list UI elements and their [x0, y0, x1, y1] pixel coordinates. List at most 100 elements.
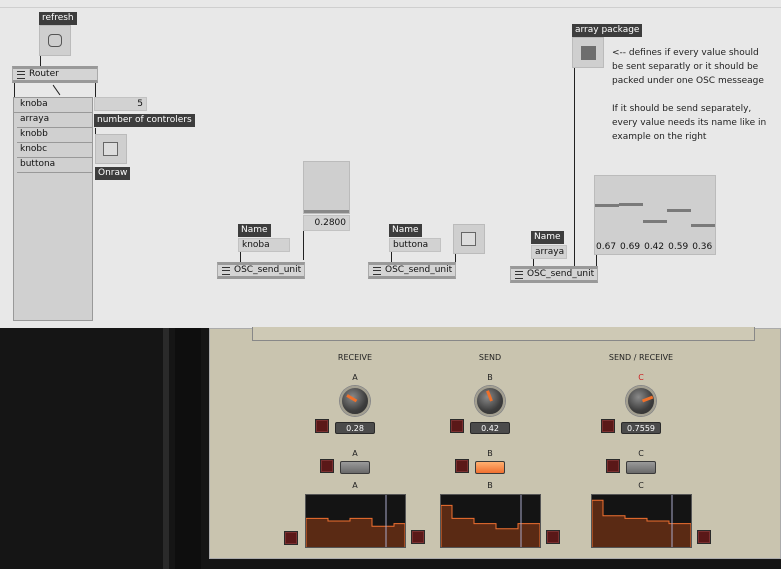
router-list-item[interactable]: knobc — [17, 143, 92, 158]
midi-map-button[interactable] — [320, 459, 334, 473]
midi-map-button[interactable] — [411, 530, 425, 544]
patch-cord — [303, 231, 304, 260]
knob[interactable] — [626, 386, 656, 416]
patch-cord — [533, 259, 534, 266]
midi-map-button[interactable] — [315, 419, 329, 433]
menu-icon — [17, 71, 25, 79]
menu-icon — [515, 271, 523, 279]
knob-value[interactable]: 0.7559 — [621, 422, 661, 434]
multislider-value: 0.59 — [668, 242, 689, 252]
midi-map-button[interactable] — [455, 459, 469, 473]
knob-value[interactable]: 0.42 — [470, 422, 510, 434]
multislider-bar[interactable] — [691, 223, 715, 227]
toggle-icon — [103, 142, 118, 156]
controllers-label: number of controlers — [94, 114, 195, 127]
router-list-item[interactable]: buttona — [17, 158, 92, 173]
router-object[interactable]: Router — [12, 66, 98, 83]
router-list-item[interactable]: knoba — [17, 98, 92, 113]
midi-map-button[interactable] — [697, 530, 711, 544]
unit1-value[interactable]: 0.2800 — [303, 215, 350, 231]
patch-cord — [574, 68, 575, 266]
comment-line: be sent separatly or it should be — [612, 62, 759, 72]
multislider-value: 0.36 — [692, 242, 713, 252]
knob-letter: A — [352, 373, 358, 382]
midi-map-button[interactable] — [601, 419, 615, 433]
midi-map-button[interactable] — [606, 459, 620, 473]
multislider-graph — [592, 495, 691, 547]
knob-value[interactable]: 0.28 — [335, 422, 375, 434]
midi-map-button[interactable] — [450, 419, 464, 433]
comment-text: <-- defines if every value should be sen… — [612, 46, 780, 144]
patch-cord — [391, 252, 392, 262]
patch-cord — [14, 83, 15, 97]
divider — [0, 7, 781, 8]
multislider[interactable] — [440, 494, 541, 548]
section-title: SEND — [478, 353, 502, 362]
slider-letter: A — [352, 481, 358, 490]
multislider[interactable] — [591, 494, 692, 548]
knob[interactable] — [475, 386, 505, 416]
unit2-toggle[interactable] — [453, 224, 485, 254]
name-label: Name — [389, 224, 422, 237]
router-list-item[interactable]: knobb — [17, 128, 92, 143]
multislider-graph — [441, 495, 540, 547]
multislider-bar[interactable] — [619, 203, 643, 207]
osc-send-unit-2[interactable]: OSC_send_unit — [368, 262, 456, 279]
patch-cord — [52, 84, 61, 96]
slider-letter: B — [487, 481, 493, 490]
multislider-bar[interactable] — [667, 209, 691, 213]
bang-icon — [48, 34, 62, 47]
unit1-name-field[interactable]: knoba — [238, 238, 290, 252]
patch-cord — [95, 83, 96, 97]
knob-letter: B — [487, 373, 493, 382]
knob[interactable] — [340, 386, 370, 416]
comment-line: packed under one OSC messeage — [612, 76, 764, 86]
multislider[interactable] — [305, 494, 406, 548]
osc-send-unit-1[interactable]: OSC_send_unit — [217, 262, 305, 279]
onraw-toggle[interactable] — [95, 134, 127, 164]
knob-pointer — [641, 395, 654, 403]
unit1-slider[interactable] — [303, 161, 350, 214]
button-letter: C — [638, 449, 644, 458]
knob-pointer — [486, 390, 493, 402]
multislider-value: 0.69 — [620, 242, 641, 252]
multislider-value: 0.67 — [596, 242, 617, 252]
name-label: Name — [531, 231, 564, 244]
router-list-item[interactable]: arraya — [17, 113, 92, 128]
live-button[interactable] — [340, 461, 370, 474]
controllers-number[interactable]: 5 — [94, 97, 147, 111]
osc-send-unit-3-label: OSC_send_unit — [527, 269, 595, 279]
router-object-label: Router — [29, 69, 59, 79]
section-title: SEND / RECEIVE — [608, 353, 674, 362]
panel-header-strip — [252, 327, 755, 341]
patch-cord — [240, 252, 241, 262]
live-button[interactable] — [626, 461, 656, 474]
menu-icon — [373, 267, 381, 275]
midi-map-button[interactable] — [284, 531, 298, 545]
toggle-icon — [581, 46, 596, 60]
divider — [163, 328, 169, 569]
array-package-toggle[interactable] — [572, 37, 604, 68]
osc-send-unit-1-label: OSC_send_unit — [234, 265, 302, 275]
slider-letter: C — [638, 481, 644, 490]
multislider-graph — [306, 495, 405, 547]
unit3-name-field[interactable]: arraya — [531, 245, 567, 259]
patch-cord — [596, 255, 597, 266]
multislider-bar[interactable] — [643, 219, 667, 223]
refresh-button[interactable] — [39, 25, 71, 56]
live-button[interactable] — [475, 461, 505, 474]
multislider-bar[interactable] — [595, 204, 619, 208]
patch-cord — [40, 56, 41, 66]
osc-send-unit-3[interactable]: OSC_send_unit — [510, 266, 598, 283]
comment-line: If it should be send separately, — [612, 104, 752, 114]
osc-send-unit-2-label: OSC_send_unit — [385, 265, 453, 275]
refresh-label: refresh — [39, 12, 77, 25]
slider-handle — [304, 210, 349, 213]
midi-map-button[interactable] — [546, 530, 560, 544]
button-letter: B — [487, 449, 493, 458]
name-label: Name — [238, 224, 271, 237]
unit2-name-field[interactable]: buttona — [389, 238, 441, 252]
